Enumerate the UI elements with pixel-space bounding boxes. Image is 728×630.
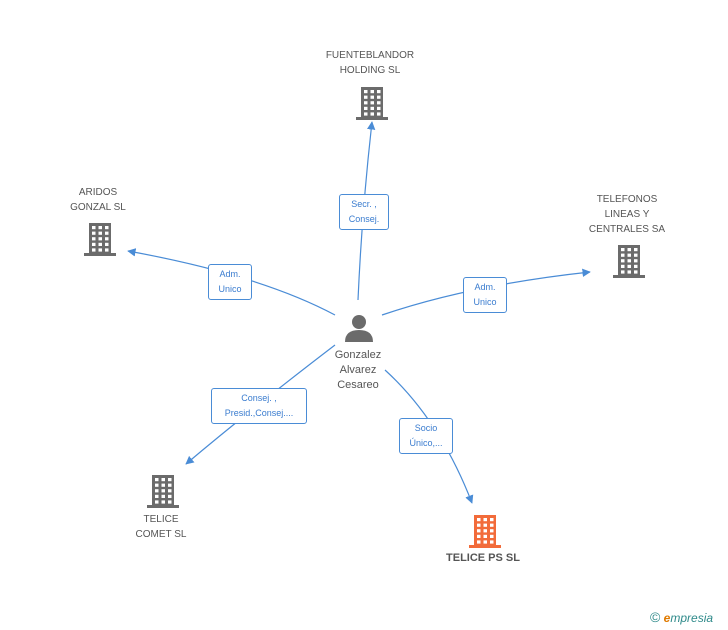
building-icon[interactable] [356, 87, 388, 120]
company-label-telice-comet[interactable]: TELICE COMET SL [135, 514, 187, 540]
person-label[interactable]: Gonzalez Alvarez Cesareo [334, 349, 382, 391]
relation-label-telice-ps: Socio Único,... [399, 418, 453, 454]
brand-initial: e [663, 611, 671, 625]
building-icon[interactable] [613, 245, 645, 278]
company-label-fuenteblandor[interactable]: FUENTEBLANDOR HOLDING SL [325, 50, 415, 76]
relation-label-aridos: Adm. Unico [208, 264, 252, 300]
footer-brand: © empresia [650, 609, 713, 625]
company-label-telefonos[interactable]: TELEFONOS LINEAS Y CENTRALES SA [588, 194, 666, 235]
relation-label-telefonos: Adm. Unico [463, 277, 507, 313]
company-label-aridos[interactable]: ARIDOS GONZAL SL [70, 187, 126, 213]
brand-name: mpresia [670, 611, 714, 625]
relation-label-fuenteblandor: Secr. , Consej. [339, 194, 389, 230]
building-icon[interactable] [469, 515, 501, 548]
building-icon[interactable] [84, 223, 116, 256]
building-icon[interactable] [147, 475, 179, 508]
copyright-icon: © [650, 609, 661, 625]
company-label-telice-ps[interactable]: TELICE PS SL [446, 552, 520, 564]
person-icon [345, 315, 373, 342]
relation-label-telice-comet: Consej. , Presid.,Consej.... [211, 388, 307, 424]
